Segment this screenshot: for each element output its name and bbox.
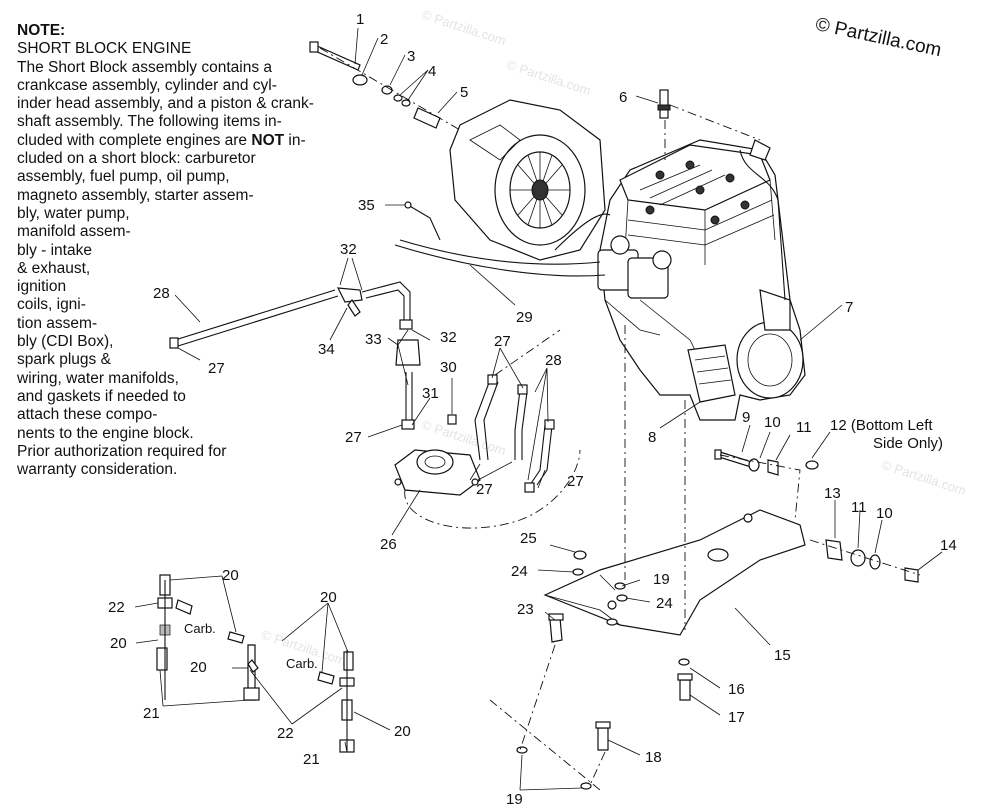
mount-hardware-left — [489, 325, 693, 791]
mount-hardware-right — [714, 449, 921, 583]
note-line: and gaskets if needed to — [17, 387, 186, 405]
callout-10-top: 10 — [764, 414, 781, 431]
callout-13: 13 — [824, 485, 841, 502]
note-line: assembly, fuel pump, oil pump, — [17, 168, 230, 186]
note-line: tion assem- — [17, 314, 98, 332]
note-line: The Short Block assembly contains a — [17, 58, 273, 76]
callout-23: 23 — [517, 601, 534, 618]
callout-19-bottom: 19 — [506, 791, 523, 807]
callout-21-b: 21 — [303, 751, 320, 768]
callout-6: 6 — [619, 89, 627, 106]
callout-20-d: 20 — [320, 589, 337, 606]
callout-29: 29 — [516, 309, 533, 326]
callout-4: 4 — [428, 63, 436, 80]
callout-27-left: 27 — [208, 360, 225, 377]
note-line: nents to the engine block. — [17, 424, 194, 442]
callout-20-a: 20 — [222, 567, 239, 584]
note-line: wiring, water manifolds, — [17, 369, 179, 387]
note-line: manifold assem- — [17, 223, 131, 241]
note-line: bly - intake — [17, 241, 92, 259]
callout-28-left: 28 — [153, 285, 170, 302]
dipstick — [407, 204, 441, 241]
callout-18: 18 — [645, 749, 662, 766]
mounting-plate — [543, 509, 806, 636]
note-line: Prior authorization required for — [17, 442, 227, 460]
callout-20-b: 20 — [110, 635, 127, 652]
callout-27-mid: 27 — [494, 333, 511, 350]
callout-31: 31 — [422, 385, 439, 402]
callout-15: 15 — [774, 647, 791, 664]
engine-assembly — [597, 139, 806, 421]
note-line: cluded with complete engines are — [17, 131, 252, 149]
callout-20-c: 20 — [190, 659, 207, 676]
callout-27-pump: 27 — [345, 429, 362, 446]
leader-lines — [134, 27, 943, 791]
callout-33: 33 — [365, 331, 382, 348]
note-line: inder head assembly, and a piston & cran… — [17, 95, 314, 113]
callout-19-top: 19 — [653, 571, 670, 588]
callouts: 1 2 3 4 5 6 35 32 28 34 33 32 27 30 31 2… — [108, 11, 957, 807]
callout-2: 2 — [380, 31, 388, 48]
callout-17: 17 — [728, 709, 745, 726]
callout-21-a: 21 — [143, 705, 160, 722]
callout-12: 12 (Bottom Left — [830, 417, 933, 434]
throttle-cable — [399, 239, 601, 265]
callout-32-top: 32 — [340, 241, 357, 258]
starter-hardware — [309, 41, 461, 131]
callout-32-right: 32 — [440, 329, 457, 346]
callout-1: 1 — [356, 11, 364, 28]
callout-5: 5 — [460, 84, 468, 101]
note-line: SHORT BLOCK ENGINE — [17, 40, 192, 58]
oil-pump-assembly — [394, 329, 581, 529]
fuel-line-assembly — [169, 281, 457, 430]
callout-22-a: 22 — [108, 599, 125, 616]
carb-label-1: Carb. — [184, 621, 216, 636]
callout-20-e: 20 — [394, 723, 411, 740]
note-line: crankcase assembly, cylinder and cyl- — [17, 76, 277, 94]
callout-10-bottom: 10 — [876, 505, 893, 522]
callout-34: 34 — [318, 341, 335, 358]
callout-25: 25 — [520, 530, 537, 547]
note-line: attach these compo- — [17, 406, 158, 424]
note-line: & exhaust, — [17, 259, 91, 277]
callout-11-top: 11 — [796, 419, 812, 436]
callout-9: 9 — [742, 409, 750, 426]
note-line: shaft assembly. The following items in- — [17, 113, 282, 131]
callout-3: 3 — [407, 48, 415, 65]
note-line: coils, igni- — [17, 296, 86, 314]
short-block-note: NOTE: SHORT BLOCK ENGINE The Short Block… — [17, 22, 377, 479]
callout-24-left: 24 — [511, 563, 528, 580]
callout-26: 26 — [380, 536, 397, 553]
callout-12-note: Side Only) — [873, 435, 943, 452]
callout-28-right: 28 — [545, 352, 562, 369]
callout-35: 35 — [358, 197, 375, 214]
callout-11-bottom: 11 — [851, 499, 867, 516]
note-emphasis: NOT — [251, 131, 285, 149]
recoil-starter — [449, 99, 606, 261]
callout-7: 7 — [845, 299, 853, 316]
note-line: bly, water pump, — [17, 204, 130, 222]
callout-27-bottom-a: 27 — [476, 481, 493, 498]
note-line: cluded on a short block: carburetor — [17, 150, 256, 168]
callout-30: 30 — [440, 359, 457, 376]
note-line: magneto assembly, starter assem- — [17, 186, 254, 204]
callout-8: 8 — [648, 429, 656, 446]
spark-plug — [657, 89, 761, 160]
callout-24-right: 24 — [656, 595, 673, 612]
note-line: warranty consideration. — [17, 461, 178, 479]
note-line-emphasis: cluded with complete engines are NOT in- — [17, 132, 377, 150]
note-heading: NOTE: — [17, 22, 66, 39]
note-line: ignition — [17, 278, 67, 296]
note-emphasis-suffix: in- — [284, 131, 306, 149]
callout-22-b: 22 — [277, 725, 294, 742]
note-line: bly (CDI Box), — [17, 333, 114, 351]
callout-14: 14 — [940, 537, 957, 554]
carb-label-2: Carb. — [286, 656, 318, 671]
callout-16: 16 — [728, 681, 745, 698]
callout-27-bottom-b: 27 — [567, 473, 584, 490]
note-line: spark plugs & — [17, 351, 111, 369]
